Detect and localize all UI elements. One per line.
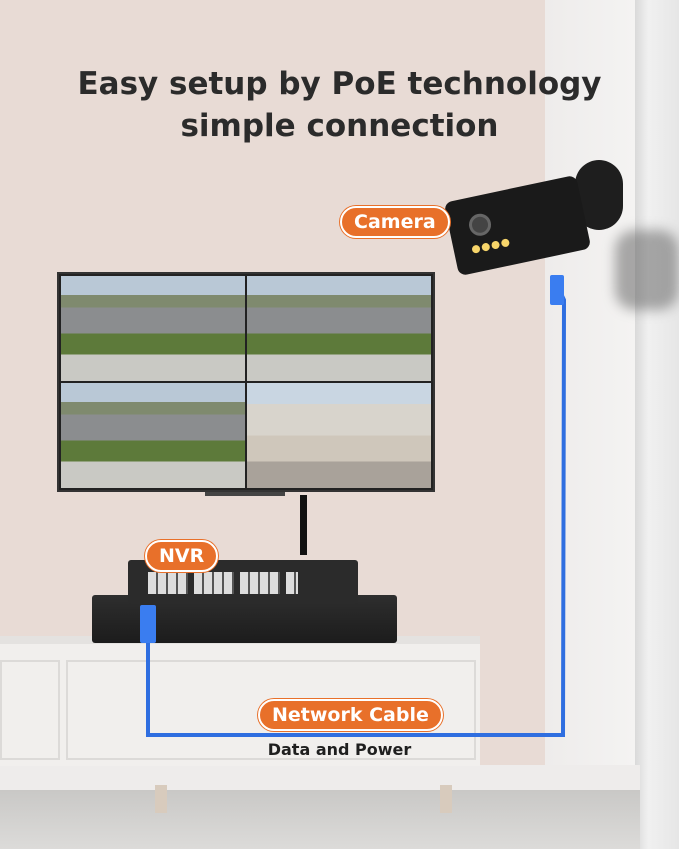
camera-shadow — [615, 230, 679, 310]
camera-feed — [247, 383, 431, 488]
network-cable-label: Network Cable — [258, 699, 443, 731]
drawer — [66, 660, 476, 760]
camera-feed — [61, 383, 245, 488]
data-and-power-caption: Data and Power — [267, 740, 412, 759]
cabinet-leg — [440, 785, 452, 813]
pillar — [635, 0, 679, 849]
floor — [0, 790, 640, 849]
baseboard — [0, 765, 640, 790]
nvr-label: NVR — [145, 540, 219, 572]
wall — [545, 0, 635, 790]
heading-line-2: simple connection — [180, 108, 499, 144]
tv-monitor — [57, 272, 435, 492]
heading-line-1: Easy setup by PoE technology — [77, 66, 602, 102]
cabinet-leg — [155, 785, 167, 813]
camera-feed — [247, 276, 431, 381]
hdmi-cable — [300, 495, 307, 555]
drawer — [0, 660, 60, 760]
camera-feed — [61, 276, 245, 381]
tv-stand — [205, 492, 285, 496]
camera-label: Camera — [340, 206, 450, 238]
